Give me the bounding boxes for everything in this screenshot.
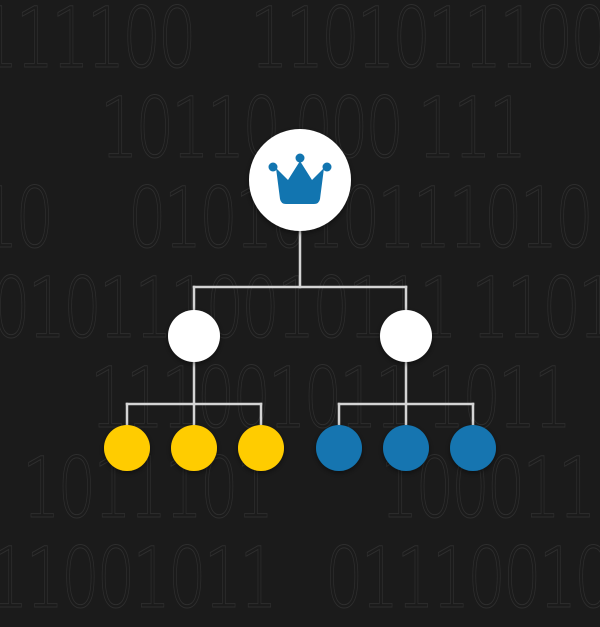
binary-row: 111001011 1011 bbox=[90, 349, 573, 447]
binary-row: 0101010111010 bbox=[128, 169, 594, 267]
leaf-node-yellow bbox=[238, 425, 284, 471]
branch-node bbox=[168, 310, 220, 362]
binary-row: 1011101 bbox=[22, 439, 275, 537]
tree-nodes bbox=[104, 129, 496, 471]
leaf-node-blue bbox=[450, 425, 496, 471]
branch-node bbox=[380, 310, 432, 362]
crown-icon bbox=[268, 153, 332, 204]
leaf-node-yellow bbox=[171, 425, 217, 471]
binary-row: 111100 bbox=[0, 0, 197, 87]
binary-row: 1101011100 1 bbox=[250, 0, 600, 87]
leaf-node-yellow bbox=[104, 425, 150, 471]
hierarchy-diagram bbox=[104, 129, 496, 471]
leaf-node-blue bbox=[383, 425, 429, 471]
leaf-node-blue bbox=[316, 425, 362, 471]
binary-row: 10 bbox=[0, 169, 54, 267]
